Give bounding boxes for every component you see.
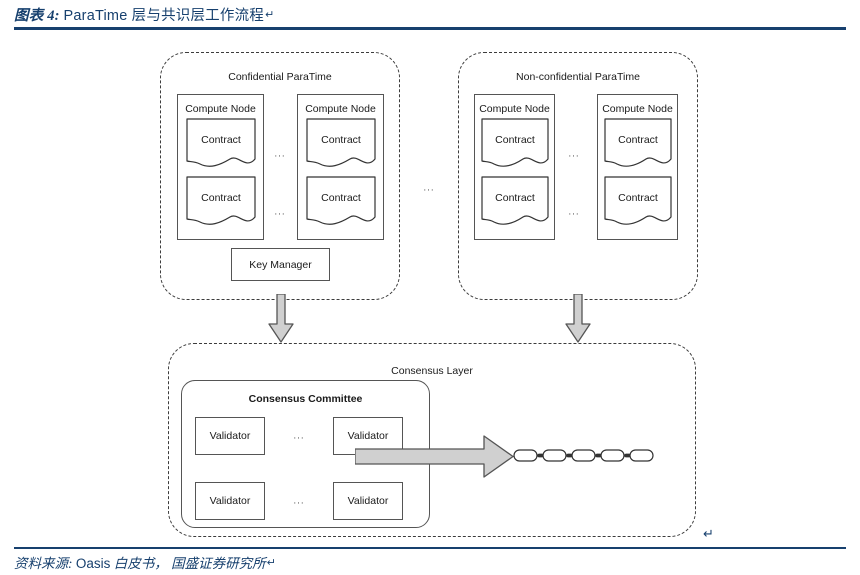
contract-doc: Contract bbox=[186, 176, 256, 226]
figure-title: 图表 4: ParaTime 层与共识层工作流程↵ bbox=[14, 4, 274, 25]
key-manager-label: Key Manager bbox=[249, 258, 312, 271]
footer-rule bbox=[14, 547, 846, 549]
validator-box: Validator bbox=[333, 482, 403, 520]
ellipsis-between-paratimes: ... bbox=[423, 182, 435, 194]
contract-doc: Contract bbox=[306, 118, 376, 168]
contract-doc: Contract bbox=[481, 118, 549, 168]
source-institution: 国盛证券研究所 bbox=[171, 556, 266, 571]
paratime-title-non-confidential: Non-confidential ParaTime bbox=[516, 71, 640, 83]
contract-doc: Contract bbox=[604, 118, 672, 168]
blockchain-chain-icon bbox=[513, 444, 659, 466]
paragraph-mark-icon: ↵ bbox=[265, 8, 275, 21]
validator-box: Validator bbox=[195, 482, 265, 520]
paragraph-mark-icon: ↵ bbox=[266, 556, 276, 569]
source-label: 资料来源: bbox=[14, 556, 73, 571]
validator-label: Validator bbox=[347, 430, 389, 442]
contract-doc: Contract bbox=[604, 176, 672, 226]
contract-doc: Contract bbox=[306, 176, 376, 226]
figure-title-text: ParaTime 层与共识层工作流程 bbox=[63, 8, 264, 24]
ellipsis: ... bbox=[568, 206, 580, 218]
compute-node-label: Compute Node bbox=[602, 103, 673, 115]
ellipsis: ... bbox=[274, 206, 286, 218]
arrow-right-to-chain bbox=[355, 435, 515, 479]
ellipsis: ... bbox=[293, 495, 305, 507]
figure-source: 资料来源: Oasis 白皮书， 国盛证券研究所↵ bbox=[14, 552, 276, 572]
validator-box: Validator bbox=[195, 417, 265, 455]
paratime-title-confidential: Confidential ParaTime bbox=[228, 71, 332, 83]
diagram-canvas: Confidential ParaTime Compute Node Contr… bbox=[0, 32, 860, 544]
validator-label: Validator bbox=[209, 495, 251, 507]
figure-title-number: 图表 4: bbox=[14, 8, 60, 24]
validator-label: Validator bbox=[347, 495, 389, 507]
source-name: Oasis bbox=[75, 556, 111, 571]
ellipsis: ... bbox=[274, 148, 286, 160]
contract-doc: Contract bbox=[481, 176, 549, 226]
compute-node-label: Compute Node bbox=[479, 103, 550, 115]
compute-node-label: Compute Node bbox=[185, 103, 256, 115]
consensus-committee-title: Consensus Committee bbox=[248, 393, 363, 405]
validator-label: Validator bbox=[209, 430, 251, 442]
contract-doc: Contract bbox=[186, 118, 256, 168]
compute-node-label: Compute Node bbox=[305, 103, 376, 115]
consensus-layer-title: Consensus Layer bbox=[391, 365, 473, 377]
arrow-down-right bbox=[565, 294, 591, 344]
header-rule bbox=[14, 27, 846, 30]
key-manager-box: Key Manager bbox=[231, 248, 330, 281]
source-doc: 白皮书， bbox=[113, 556, 168, 571]
arrow-down-left bbox=[268, 294, 294, 344]
ellipsis: ... bbox=[293, 430, 305, 442]
ellipsis: ... bbox=[568, 148, 580, 160]
paragraph-mark-icon: ↵ bbox=[703, 527, 714, 542]
